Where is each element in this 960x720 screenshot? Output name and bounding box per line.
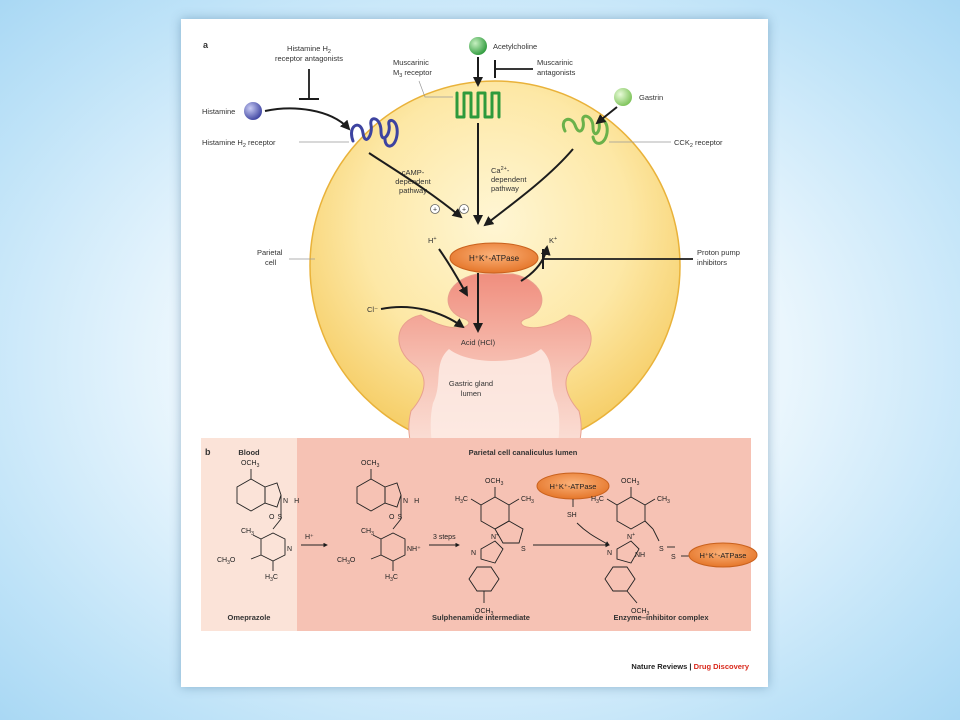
sulph-n-plus: N+	[491, 532, 499, 541]
sulph-ch3: CH3	[521, 496, 534, 505]
ppi-label-2: inhibitors	[697, 258, 727, 267]
complex-s-1: S	[659, 546, 664, 553]
sh-label: SH	[567, 512, 577, 519]
camp-pathway-label-3: pathway	[399, 186, 427, 195]
protonated-h3c: H3C	[385, 574, 398, 583]
parietal-cell-label-1: Parietal	[257, 248, 283, 257]
parietal-cell-label-2: cell	[265, 258, 277, 267]
ca-pathway-label-3: pathway	[491, 184, 519, 193]
complex-structure	[604, 487, 675, 604]
omeprazole-h3c: H3C	[265, 574, 278, 583]
camp-pathway-arrow	[368, 152, 463, 219]
sulph-och3: OCH3	[485, 478, 504, 487]
slide-card: a H⁺K⁺-ATPase Histamine Acetylcholine Ga…	[181, 19, 768, 687]
blood-label: Blood	[238, 448, 260, 457]
histamine-label: Histamine	[202, 107, 235, 116]
complex-h3c: H3C	[591, 496, 604, 505]
atpase-enzyme-b-label: H⁺K⁺-ATPase	[550, 482, 597, 491]
sulph-och3-bottom: OCH3	[475, 608, 494, 617]
omeprazole-structure	[236, 469, 286, 571]
lumen-label-1: Gastric gland	[449, 379, 493, 388]
omeprazole-ring-n: N	[287, 546, 292, 553]
atpase-enzyme-complex-label: H⁺K⁺-ATPase	[700, 551, 747, 560]
sulphenamide-structure	[468, 487, 524, 603]
cl-ion-label: Cl⁻	[367, 305, 378, 314]
acid-label: Acid (HCl)	[461, 338, 496, 347]
sulph-h3c: H3C	[455, 496, 468, 505]
omeprazole-och3: OCH3	[241, 460, 260, 469]
cl-ion-arrow	[380, 306, 465, 329]
lumen-inner	[430, 349, 560, 451]
cck2-receptor-label: CCK2 receptor	[674, 138, 723, 149]
h2-receptor-label: Histamine H2 receptor	[202, 138, 276, 149]
protonated-och3: OCH3	[361, 460, 380, 469]
proton-label: H⁺	[305, 534, 314, 541]
complex-s-2: S	[671, 554, 676, 561]
ca-pathway-label-2: dependent	[491, 175, 527, 184]
k-ion-arrow	[520, 245, 551, 282]
gastrin-molecule	[614, 88, 632, 106]
histamine-molecule	[244, 102, 262, 120]
canaliculus-label: Parietal cell canaliculus lumen	[469, 448, 578, 457]
h2-antagonists-label-2: receptor antagonists	[275, 54, 343, 63]
muscarinic-receptor-pointer	[418, 80, 453, 98]
sulphenamide-label: Sulphenamide intermediate	[432, 613, 530, 622]
h2-antagonists-label: Histamine H2	[287, 44, 331, 55]
plus-sign-1-text: +	[433, 207, 437, 214]
three-steps-label: 3 steps	[433, 534, 456, 541]
plus-sign-2	[459, 204, 469, 214]
complex-n-plus: N+	[627, 532, 635, 541]
blood-compartment	[201, 438, 297, 631]
sulph-s: S	[521, 546, 526, 553]
atpase-label: H⁺K⁺-ATPase	[469, 254, 520, 263]
figure-canvas: a H⁺K⁺-ATPase Histamine Acetylcholine Ga…	[201, 37, 758, 671]
sulph-n: N	[471, 550, 476, 557]
cck2-pathway-arrow	[483, 148, 574, 227]
omeprazole-ch3: CH3	[241, 528, 254, 537]
gastrin-label: Gastrin	[639, 93, 663, 102]
acetylcholine-molecule	[469, 37, 487, 55]
complex-label: Enzyme–inhibitor complex	[613, 613, 709, 622]
muscarinic-receptor-label: Muscarinic	[393, 58, 429, 67]
h-ion-label: H+	[428, 236, 437, 245]
complex-och3-bottom: OCH3	[631, 608, 650, 617]
panel-b-letter: b	[205, 447, 211, 457]
protonated-ch3o: CH3O	[337, 557, 356, 566]
ca-pathway-label-1: Ca2+-	[491, 166, 510, 175]
panel-a-letter: a	[203, 40, 209, 50]
muscarinic-receptor-label-2: M3 receptor	[393, 68, 432, 79]
histamine-h2-receptor-shape	[350, 117, 399, 148]
cck2-receptor-shape	[561, 114, 609, 145]
muscarinic-antagonists-label: Muscarinic	[537, 58, 573, 67]
journal-credit: Nature Reviews | Drug Discovery	[631, 662, 749, 671]
gastrin-arrow	[595, 106, 618, 125]
histamine-arrow	[264, 107, 351, 131]
protonated-ch3: CH3	[361, 528, 374, 537]
plus-sign-1	[430, 204, 440, 214]
ppi-label-1: Proton pump	[697, 248, 740, 257]
h-ion-arrow	[438, 248, 468, 297]
muscarinic-antagonists-label-2: antagonists	[537, 68, 576, 77]
acetylcholine-label: Acetylcholine	[493, 42, 537, 51]
complex-och3: OCH3	[621, 478, 640, 487]
plus-sign-2-text: +	[462, 207, 466, 214]
atpase-enzyme-complex	[688, 542, 758, 568]
complex-nh: NH	[635, 552, 645, 559]
complex-ch3: CH3	[657, 496, 670, 505]
protonated-omeprazole-structure	[356, 469, 406, 571]
lumen-label-2: lumen	[461, 389, 481, 398]
protonated-nh-plus: NH⁺	[407, 546, 421, 553]
omeprazole-label: Omeprazole	[228, 613, 271, 622]
muscarinic-receptor-shape	[455, 91, 501, 119]
complex-n: N	[607, 550, 612, 557]
camp-pathway-label-1: cAMP-	[402, 168, 425, 177]
atpase-pump	[449, 242, 539, 274]
omeprazole-ch3o: CH3O	[217, 557, 236, 566]
k-ion-label: K+	[549, 236, 557, 245]
